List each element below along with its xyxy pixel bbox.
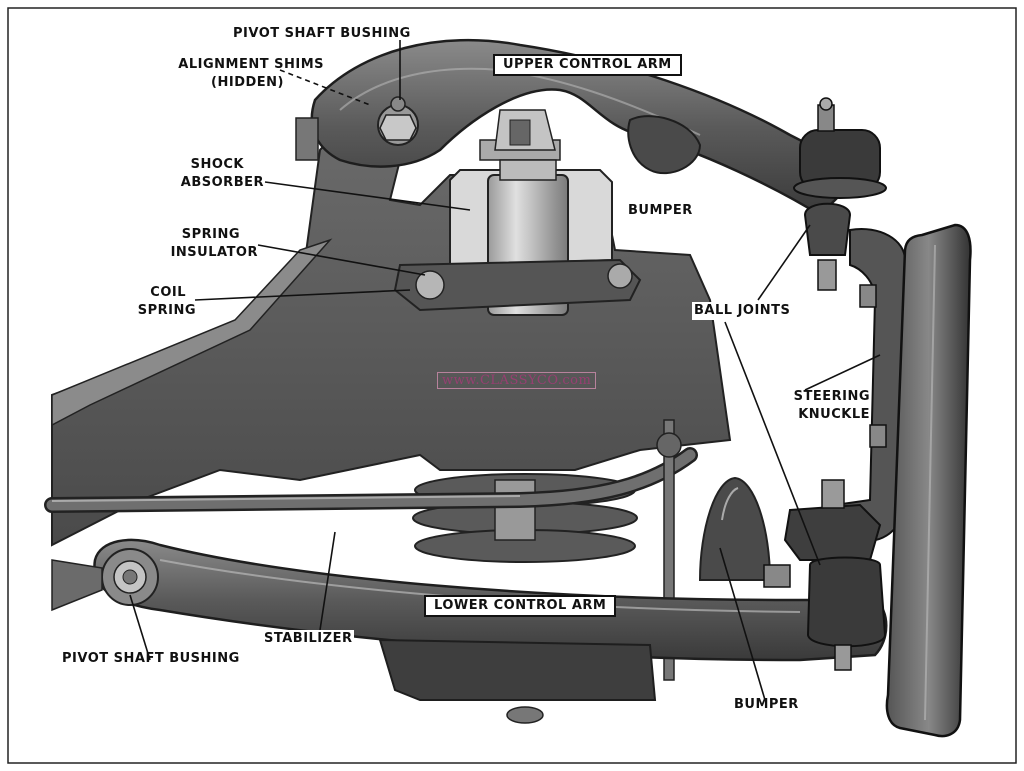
label-steering-knuckle-line1: STEERING [793, 389, 870, 404]
leader-lines [129, 40, 881, 701]
label-spring-insulator: SPRING INSULATOR [150, 226, 258, 262]
label-bumper-top: BUMPER [628, 203, 693, 218]
frame-border [7, 7, 1017, 764]
label-pivot-shaft-bushing-top: PIVOT SHAFT BUSHING [233, 26, 411, 41]
label-stabilizer: STABILIZER [262, 630, 355, 648]
lower-ball-joint [763, 556, 887, 671]
label-pivot-shaft-bushing-bottom: PIVOT SHAFT BUSHING [62, 651, 240, 666]
label-lower-control-arm: LOWER CONTROL ARM [424, 595, 617, 617]
watermark: www.CLASSYCO.com [437, 372, 597, 389]
upper-control-arm-shape [310, 38, 852, 217]
lower-bumper-cone [698, 476, 772, 581]
upper-ball-joint [793, 97, 887, 291]
label-coil-spring-line2: SPRING [137, 303, 196, 318]
label-alignment-shims-line2: (HIDDEN) [211, 75, 284, 90]
rotor-edge [885, 223, 972, 738]
label-shock-absorber-line2: ABSORBER [180, 175, 264, 190]
label-spring-insulator-line1: SPRING [181, 227, 240, 242]
label-coil-spring-line1: COIL [150, 285, 186, 300]
label-alignment-shims: ALIGNMENT SHIMS (HIDDEN) [148, 56, 324, 92]
label-shock-absorber: SHOCK ABSORBER [168, 156, 264, 192]
stabilizer-link [663, 419, 675, 681]
label-shock-absorber-line1: SHOCK [190, 157, 244, 172]
label-steering-knuckle-line2: KNUCKLE [798, 407, 870, 422]
label-alignment-shims-line1: ALIGNMENT SHIMS [178, 57, 324, 72]
label-upper-control-arm: UPPER CONTROL ARM [493, 54, 682, 76]
label-steering-knuckle: STEERING KNUCKLE [778, 388, 870, 424]
label-bumper-bottom: BUMPER [734, 697, 799, 712]
label-ball-joints: BALL JOINTS [692, 302, 793, 320]
steering-knuckle-shape [834, 228, 906, 542]
label-coil-spring: COIL SPRING [118, 284, 196, 320]
frame-flange [51, 238, 333, 427]
label-spring-insulator-line2: INSULATOR [170, 245, 258, 260]
